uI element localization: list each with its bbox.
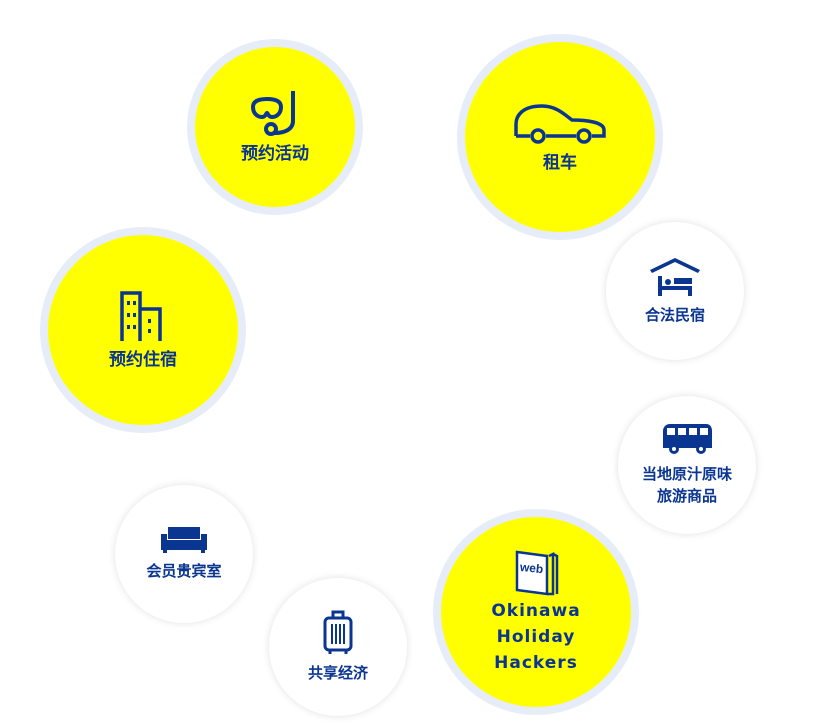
local-products-button[interactable]: 当地原汁原味旅游商品 — [618, 396, 756, 534]
snorkel-icon — [249, 89, 301, 137]
vip-lounge-button[interactable]: 会员贵宾室 — [115, 485, 253, 623]
bus-icon — [661, 423, 713, 455]
label-line-2: 旅游商品 — [656, 487, 717, 505]
building-icon — [118, 289, 168, 343]
car-rental-label: 租车 — [543, 153, 577, 173]
lodging-label: 预约住宿 — [109, 350, 177, 370]
minshuku-button[interactable]: 合法民宿 — [606, 222, 744, 360]
sharing-economy-button[interactable]: 共享经济 — [269, 578, 407, 716]
minshuku-label: 合法民宿 — [644, 306, 705, 324]
local-products-label: 当地原汁原味旅游商品 — [642, 463, 732, 507]
label-line-2: Holiday — [496, 627, 576, 647]
house-bed-icon — [648, 256, 702, 298]
car-icon — [512, 100, 608, 146]
svg-text:web: web — [518, 560, 544, 576]
label-line-1: Okinawa — [491, 601, 581, 621]
web-magazine-icon: web — [513, 548, 559, 598]
lodging-button[interactable]: 预约住宿 — [40, 227, 246, 433]
label-line-3: Hackers — [494, 653, 578, 673]
suitcase-icon — [322, 610, 354, 656]
sharing-economy-label: 共享经济 — [307, 664, 368, 682]
vip-lounge-label: 会员贵宾室 — [146, 562, 222, 580]
label-line-1: 当地原汁原味 — [641, 465, 732, 483]
sofa-icon — [160, 526, 208, 554]
activity-button[interactable]: 预约活动 — [187, 39, 363, 215]
car-rental-button[interactable]: 租车 — [457, 34, 663, 240]
activity-label: 预约活动 — [241, 144, 309, 164]
